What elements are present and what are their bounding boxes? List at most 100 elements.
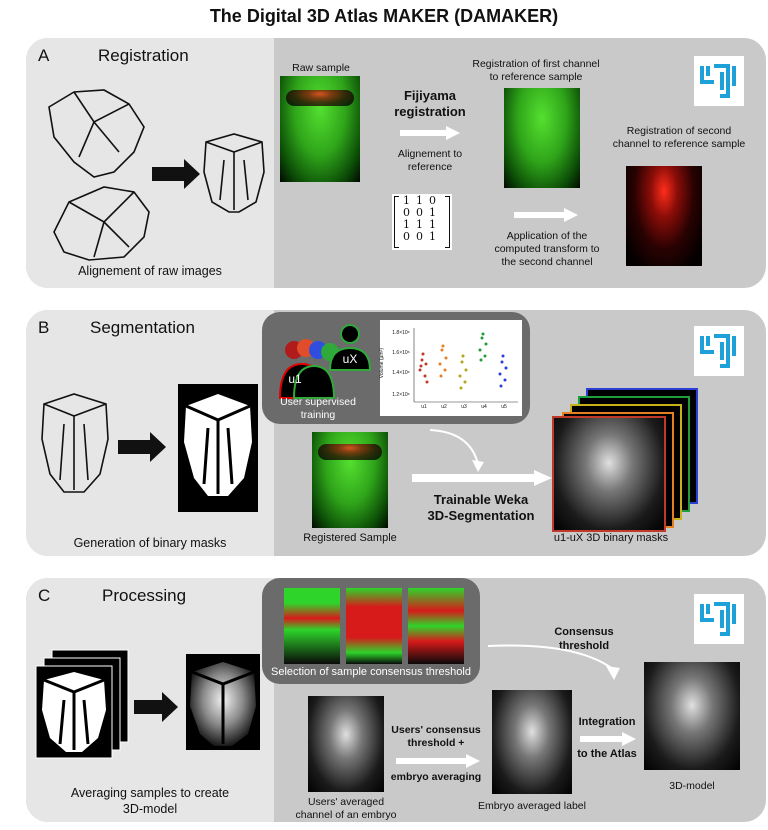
fiji-logo (694, 56, 744, 106)
second-channel-label-1: Registration of second (626, 125, 732, 137)
m31: 0 (416, 230, 423, 243)
plot-ytick-1: 1.8×10⁶ (392, 330, 410, 336)
apply-label-2: computed transform to (494, 243, 600, 255)
embryo-averaged-image (492, 690, 572, 794)
curved-arrow-training (429, 429, 484, 472)
m32: 1 (429, 230, 436, 243)
alignement-label-1: Alignement to (397, 148, 463, 160)
training-label-2: training (300, 409, 336, 421)
masks-label: u1-uX 3D binary masks (553, 532, 669, 544)
threshold-selection-label: Selection of sample consensus threshold (271, 666, 471, 678)
user-ux-label: uX (342, 352, 358, 366)
arrow-to-embryo (396, 754, 480, 768)
users-consensus-label-2: threshold + (407, 737, 465, 749)
arrow-integration (580, 732, 636, 746)
figure-title: The Digital 3D Atlas MAKER (DAMAKER) (209, 6, 559, 26)
arrow-apply-transform (514, 208, 578, 222)
weka-label-1: Trainable Weka (433, 492, 529, 507)
fiji-icon (700, 64, 736, 98)
users-averaged-image (308, 696, 384, 792)
binary-mask-drawing (41, 384, 258, 512)
m10: 0 (403, 206, 410, 219)
first-channel-label-2: to reference sample (489, 71, 583, 83)
users-averaged-label-2: channel of an embryo (295, 809, 397, 821)
panel-b-heading: Segmentation (90, 318, 195, 337)
apply-label-3: the second channel (501, 256, 593, 268)
m21: 1 (416, 218, 423, 231)
raw-sample-image (280, 76, 360, 182)
apply-label-1: Application of the (506, 230, 588, 242)
panel-processing: C Processing Averaging samples to create… (26, 578, 766, 822)
panel-segmentation: B Segmentation Generation of binary mask… (26, 310, 766, 556)
registered-red-band (318, 444, 382, 460)
m01: 1 (416, 194, 423, 207)
arrow-right-black-c (134, 692, 178, 722)
panel-a-heading: Registration (98, 46, 189, 65)
registered-sample-label: Registered Sample (303, 532, 397, 544)
raw-sample-red-band (286, 90, 354, 106)
plot-ytick-2: 1.6×10⁶ (392, 350, 410, 356)
second-channel-image (626, 166, 702, 266)
plot-xtick-1: u1 (421, 404, 427, 410)
curved-arrow-consensus (487, 644, 620, 680)
fiji-logo-b (694, 326, 744, 376)
embryo-averaged-label: Embryo averaged label (478, 800, 586, 812)
users-consensus-label-3: embryo averaging (390, 771, 482, 783)
fiji-logo-c (694, 594, 744, 644)
m30: 0 (403, 230, 410, 243)
arrow-right-black-b (118, 432, 166, 462)
m02: 0 (429, 194, 436, 207)
panel-a-left (26, 38, 274, 288)
threshold-image-3 (408, 588, 464, 664)
m20: 1 (403, 218, 410, 231)
panel-b-letter: B (38, 318, 50, 337)
alignement-label-2: reference (407, 161, 453, 173)
m22: 1 (429, 218, 436, 231)
panel-c-letter: C (38, 586, 51, 605)
fijiyama-label-1: Fijiyama (403, 88, 457, 103)
model-image (644, 662, 740, 770)
plot-xtick-5: u5 (501, 404, 507, 410)
panel-c-left-caption-1: Averaging samples to create (70, 786, 230, 800)
threshold-image-2 (346, 588, 402, 664)
panel-a-left-caption: Alignement of raw images (78, 264, 222, 278)
fiji-icon (700, 334, 736, 368)
averaging-drawing (35, 649, 260, 759)
mask-stack-red (552, 416, 666, 532)
plot-points (413, 328, 518, 403)
plot-ytick-3: 1.4×10⁶ (392, 370, 410, 376)
users-consensus-label-1: Users' consensus (391, 724, 481, 736)
model-label: 3D-model (669, 780, 715, 792)
fijiyama-label-2: registration (394, 104, 466, 119)
m00: 1 (403, 194, 410, 207)
m12: 1 (429, 206, 436, 219)
arrow-right-black (152, 159, 200, 189)
panel-registration: A Registration Alignement of raw images … (26, 38, 766, 288)
integration-label-1: Integration (578, 716, 636, 728)
fiji-icon (700, 602, 736, 636)
threshold-inset: Selection of sample consensus threshold (262, 578, 480, 684)
consensus-label-2: threshold (558, 640, 610, 652)
raw-outlines-drawing (48, 89, 265, 261)
plot-xtick-4: u4 (481, 404, 487, 410)
threshold-image-1 (284, 588, 340, 664)
training-label-1: User supervised (280, 396, 356, 408)
first-channel-label-1: Registration of first channel (472, 58, 600, 70)
plot-ytick-4: 1.2×10⁶ (392, 392, 410, 398)
first-channel-image (504, 88, 580, 188)
panel-c-left-caption-2: 3D-model (122, 802, 178, 816)
plot-xtick-2: u2 (441, 404, 447, 410)
panel-a-letter: A (38, 46, 50, 65)
arrow-weka (412, 470, 552, 486)
integration-label-2: to the Atlas (577, 748, 637, 760)
panel-b-left-caption: Generation of binary masks (73, 536, 227, 550)
m11: 0 (416, 206, 423, 219)
registered-sample-image (312, 432, 388, 528)
raw-sample-label: Raw sample (292, 62, 350, 74)
consensus-label-1: Consensus (554, 626, 614, 638)
training-inset: u1 uX User supervised training Volume (µ… (262, 312, 530, 424)
plot-xtick-3: u3 (461, 404, 467, 410)
second-channel-label-2: channel to reference sample (612, 138, 746, 150)
users-icon-group (278, 324, 372, 399)
